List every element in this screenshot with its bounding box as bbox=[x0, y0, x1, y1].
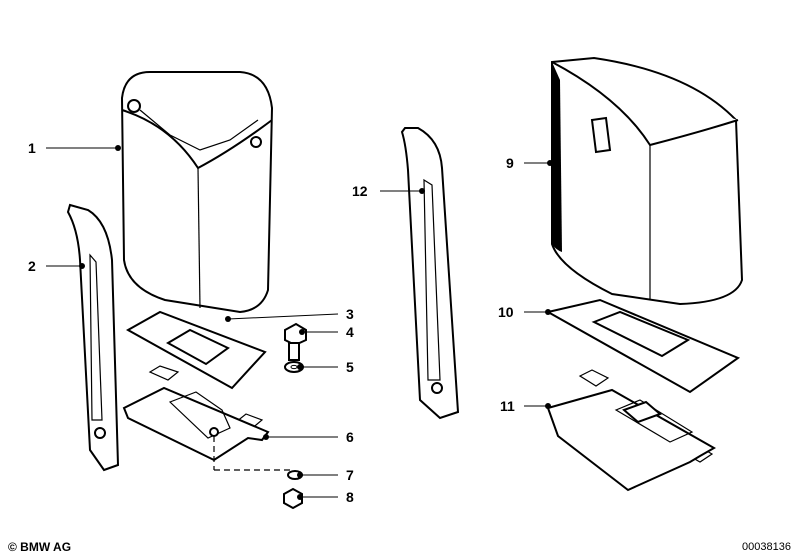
callout-label: 5 bbox=[346, 359, 354, 375]
callout-5: 5 bbox=[297, 359, 354, 375]
callout-label: 2 bbox=[28, 258, 36, 274]
callout-label: 12 bbox=[352, 183, 368, 199]
part-strap-right bbox=[400, 127, 460, 420]
callout-label: 1 bbox=[28, 140, 36, 156]
document-number: 00038136 bbox=[742, 541, 791, 553]
callout-label: 10 bbox=[498, 304, 514, 320]
callout-10: 10 bbox=[498, 304, 551, 320]
callout-label: 4 bbox=[346, 324, 354, 340]
callout-2: 2 bbox=[28, 258, 85, 274]
callout-8: 8 bbox=[297, 489, 354, 505]
callout-label: 11 bbox=[500, 398, 515, 414]
callout-12: 12 bbox=[352, 183, 425, 199]
callout-label: 8 bbox=[346, 489, 354, 505]
part-plate-left bbox=[122, 365, 290, 471]
part-gasket-left bbox=[125, 310, 267, 390]
callout-4: 4 bbox=[299, 324, 354, 340]
part-bag-left bbox=[120, 71, 274, 314]
callout-label: 3 bbox=[346, 306, 354, 322]
callout-3: 3 bbox=[225, 306, 354, 322]
callout-11: 11 bbox=[500, 398, 551, 414]
part-bag-right bbox=[551, 56, 744, 306]
callout-9: 9 bbox=[506, 155, 553, 171]
callout-label: 6 bbox=[346, 429, 354, 445]
callout-7: 7 bbox=[297, 467, 354, 483]
part-nut bbox=[283, 487, 303, 510]
callout-label: 9 bbox=[506, 155, 514, 171]
part-plate-right bbox=[546, 369, 717, 492]
part-strap-left bbox=[66, 203, 120, 472]
callout-6: 6 bbox=[263, 429, 354, 445]
part-bolt bbox=[284, 322, 307, 361]
part-gasket-right bbox=[545, 298, 741, 394]
callout-label: 7 bbox=[346, 467, 354, 483]
callout-1: 1 bbox=[28, 140, 121, 156]
copyright-label: © BMW AG bbox=[8, 540, 72, 554]
